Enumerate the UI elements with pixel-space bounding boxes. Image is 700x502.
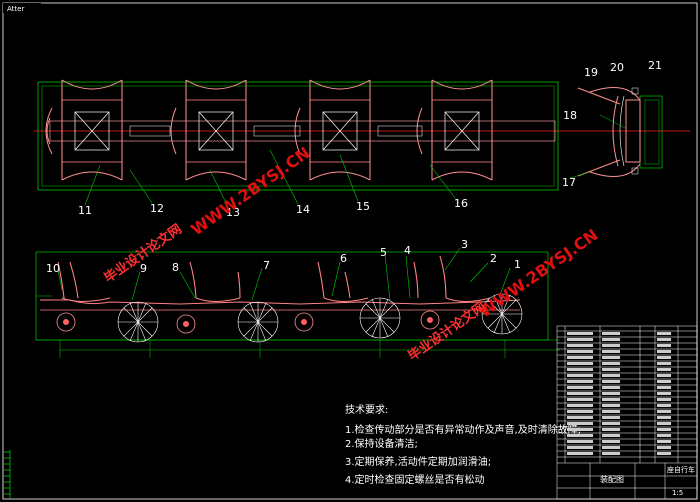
callout-16: 16 [454,197,468,210]
callout-8: 8 [172,261,179,274]
callout-20: 20 [610,61,624,74]
end-view-callouts: 17 18 19 20 21 [562,59,662,189]
callout-15: 15 [356,200,370,213]
seat-back-2 [189,261,197,299]
seat-unit-2 [170,79,247,181]
wheel-4 [481,293,523,335]
seat-unit-3 [294,79,371,181]
scale-label: 1:5 [672,489,683,497]
app-tab-background[interactable] [3,3,41,13]
top-view-leaders [84,149,456,208]
watermark-site-2: WWW.2BYSJ.CN [475,225,601,321]
wheel-2 [237,301,279,343]
tech-req-item-3: 3.定期保养,活动件定期加润滑油; [345,455,491,468]
callout-17: 17 [562,176,576,189]
technical-requirements: 技术要求: 1.检查传动部分是否有异常动作及声音,及时清除故障; 2.保持设备清… [345,403,581,486]
seat-back-4 [439,255,447,299]
side-view [35,251,560,358]
callout-7: 7 [263,259,270,272]
callout-19: 19 [584,66,598,79]
side-view-callouts: 10 9 8 7 6 5 4 3 2 1 [46,238,521,275]
callout-6: 6 [340,252,347,265]
callout-21: 21 [648,59,662,72]
callout-18: 18 [563,109,577,122]
drawing-title: 座自行车 [667,465,695,474]
tech-req-item-1: 1.检查传动部分是否有异常动作及声音,及时清除故障; [345,423,581,436]
callout-14: 14 [296,203,310,216]
parts-list-table [556,325,698,500]
callout-3: 3 [461,238,468,251]
tech-req-item-2: 2.保持设备清洁; [345,437,418,450]
seat-unit-1 [45,79,123,181]
tech-req-item-4: 4.定时检查固定螺丝是否有松动 [345,473,485,486]
seat-back-3 [317,261,325,299]
sprocket-4 [420,310,440,330]
tech-req-title: 技术要求: [345,403,388,416]
callout-11: 11 [78,204,92,217]
watermark-brand-2: 毕业设计论文网 [405,299,489,364]
wheel-1 [117,301,159,343]
callout-10: 10 [46,262,60,275]
callout-12: 12 [150,202,164,215]
seat-back-1 [57,261,65,299]
sheet-label: 装配图 [600,474,624,484]
left-ruler [3,450,11,499]
callout-1: 1 [514,258,521,271]
sprocket-3 [294,312,314,332]
sprocket-2 [176,314,196,334]
frame-tube [49,120,556,142]
watermark-site-1: WWW.2BYSJ.CN [187,143,313,239]
top-view [34,79,560,191]
watermark-brand-1: 毕业设计论文网 [101,221,185,286]
wheel-3 [359,297,401,339]
callout-5: 5 [380,246,387,259]
parts-list-rows [567,332,671,455]
watermarks: WWW.2BYSJ.CN 毕业设计论文网 WWW.2BYSJ.CN 毕业设计论文… [101,143,601,364]
chassis [40,299,521,305]
side-view-leaders [57,247,511,301]
top-view-callouts: 11 12 13 14 15 16 [78,197,468,219]
app-tab-label[interactable]: Atter [7,5,24,13]
end-view [560,87,690,179]
callout-13: 13 [226,206,240,219]
sprocket-1 [56,312,76,332]
callout-2: 2 [490,252,497,265]
callout-4: 4 [404,244,411,257]
seat-unit-4 [416,79,493,181]
callout-9: 9 [140,262,147,275]
top-view-frame [37,81,559,191]
